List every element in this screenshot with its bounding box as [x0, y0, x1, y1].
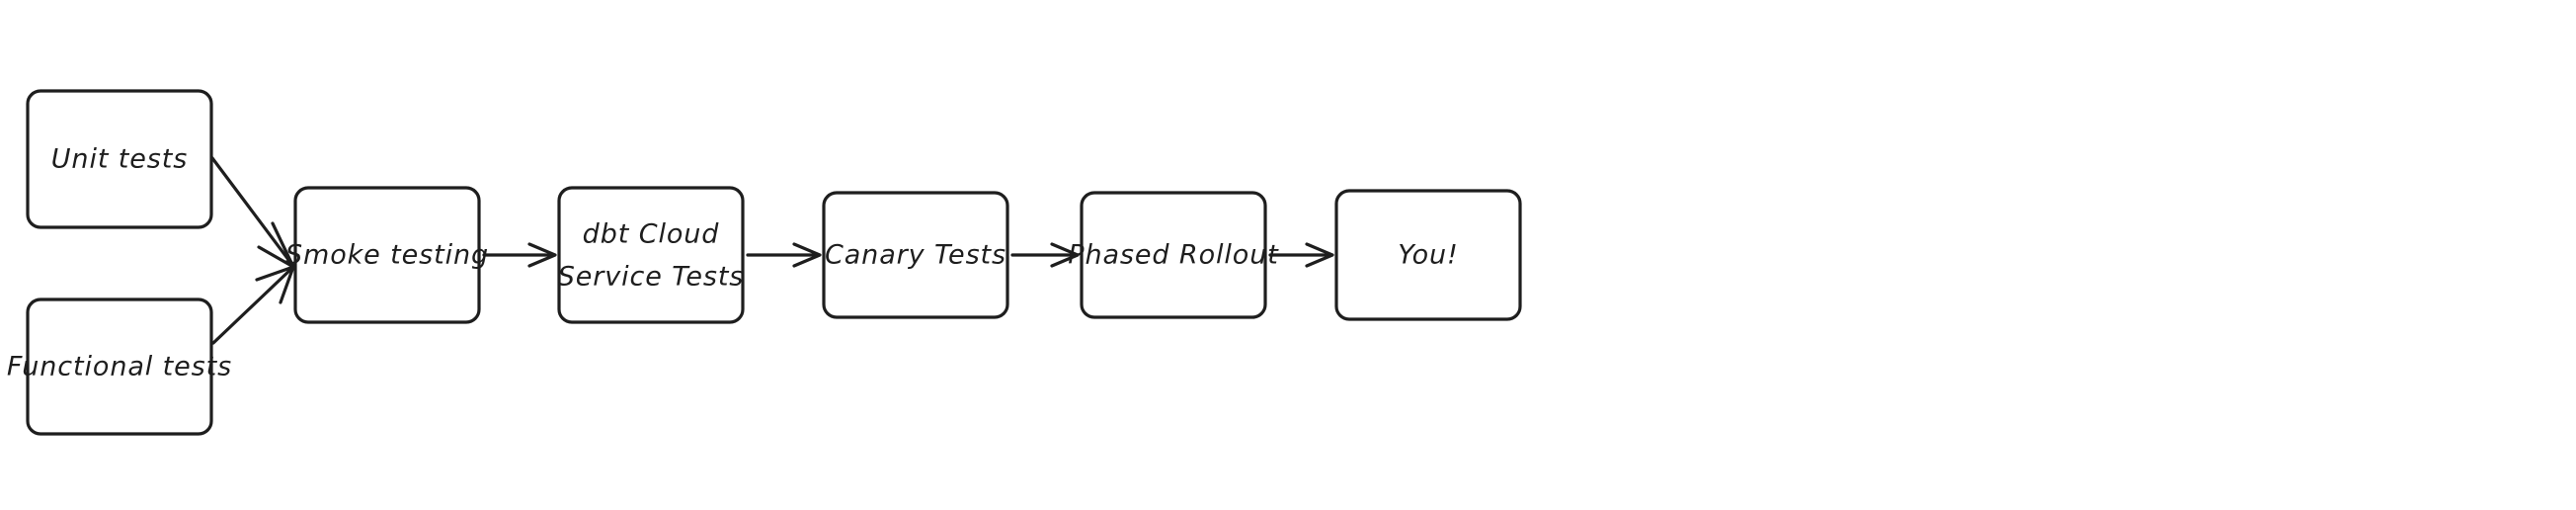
edge-smoke-to-dbt: [482, 242, 557, 268]
node-you-shape[interactable]: [1334, 189, 1522, 321]
node-functional-tests-shape[interactable]: [26, 298, 213, 436]
node-canary-tests-label: Canary Tests: [825, 240, 1006, 271]
node-phased-rollout-shape[interactable]: [1080, 191, 1267, 319]
node-dbt-cloud-service-tests-shape[interactable]: [557, 186, 745, 324]
node-functional-tests-label: Functional tests: [7, 352, 232, 382]
node-canary-tests[interactable]: Canary Tests: [822, 191, 1009, 319]
edge-unit-to-smoke-line: [210, 156, 294, 267]
node-unit-tests-label: Unit tests: [51, 144, 188, 175]
node-functional-tests[interactable]: Functional tests: [7, 298, 232, 436]
edge-functional-to-smoke-line: [211, 266, 294, 345]
node-phased-rollout[interactable]: Phased Rollout: [1068, 191, 1279, 319]
node-smoke-testing[interactable]: Smoke testing: [285, 186, 489, 324]
node-smoke-testing-label: Smoke testing: [285, 240, 489, 271]
edge-functional-to-smoke: [211, 265, 295, 345]
edge-dbt-to-canary-arrowhead: [792, 242, 822, 268]
node-you-label: You!: [1398, 240, 1459, 271]
edge-functional-to-smoke-arrowhead: [255, 265, 295, 304]
edge-canary-to-phased-arrowhead: [1050, 242, 1080, 268]
edge-smoke-to-dbt-arrowhead: [527, 242, 557, 268]
edge-dbt-to-canary: [746, 242, 822, 268]
node-canary-tests-shape[interactable]: [822, 191, 1009, 319]
node-dbt-cloud-service-tests-label-line2: Service Tests: [558, 262, 745, 293]
node-dbt-cloud-service-tests[interactable]: dbt Cloud Service Tests: [557, 186, 745, 324]
node-unit-tests-shape[interactable]: [26, 89, 213, 229]
edge-unit-to-smoke-arrowhead: [257, 221, 295, 269]
edge-phased-to-you: [1268, 242, 1334, 268]
node-you[interactable]: You!: [1334, 189, 1522, 321]
node-unit-tests[interactable]: Unit tests: [26, 89, 213, 229]
edge-unit-to-smoke: [210, 156, 295, 269]
node-dbt-cloud-service-tests-label-line1: dbt Cloud: [583, 219, 720, 250]
node-phased-rollout-label: Phased Rollout: [1068, 240, 1279, 271]
node-smoke-testing-shape[interactable]: [293, 186, 481, 324]
edge-canary-to-phased: [1010, 242, 1080, 268]
edge-phased-to-you-arrowhead: [1305, 242, 1334, 268]
